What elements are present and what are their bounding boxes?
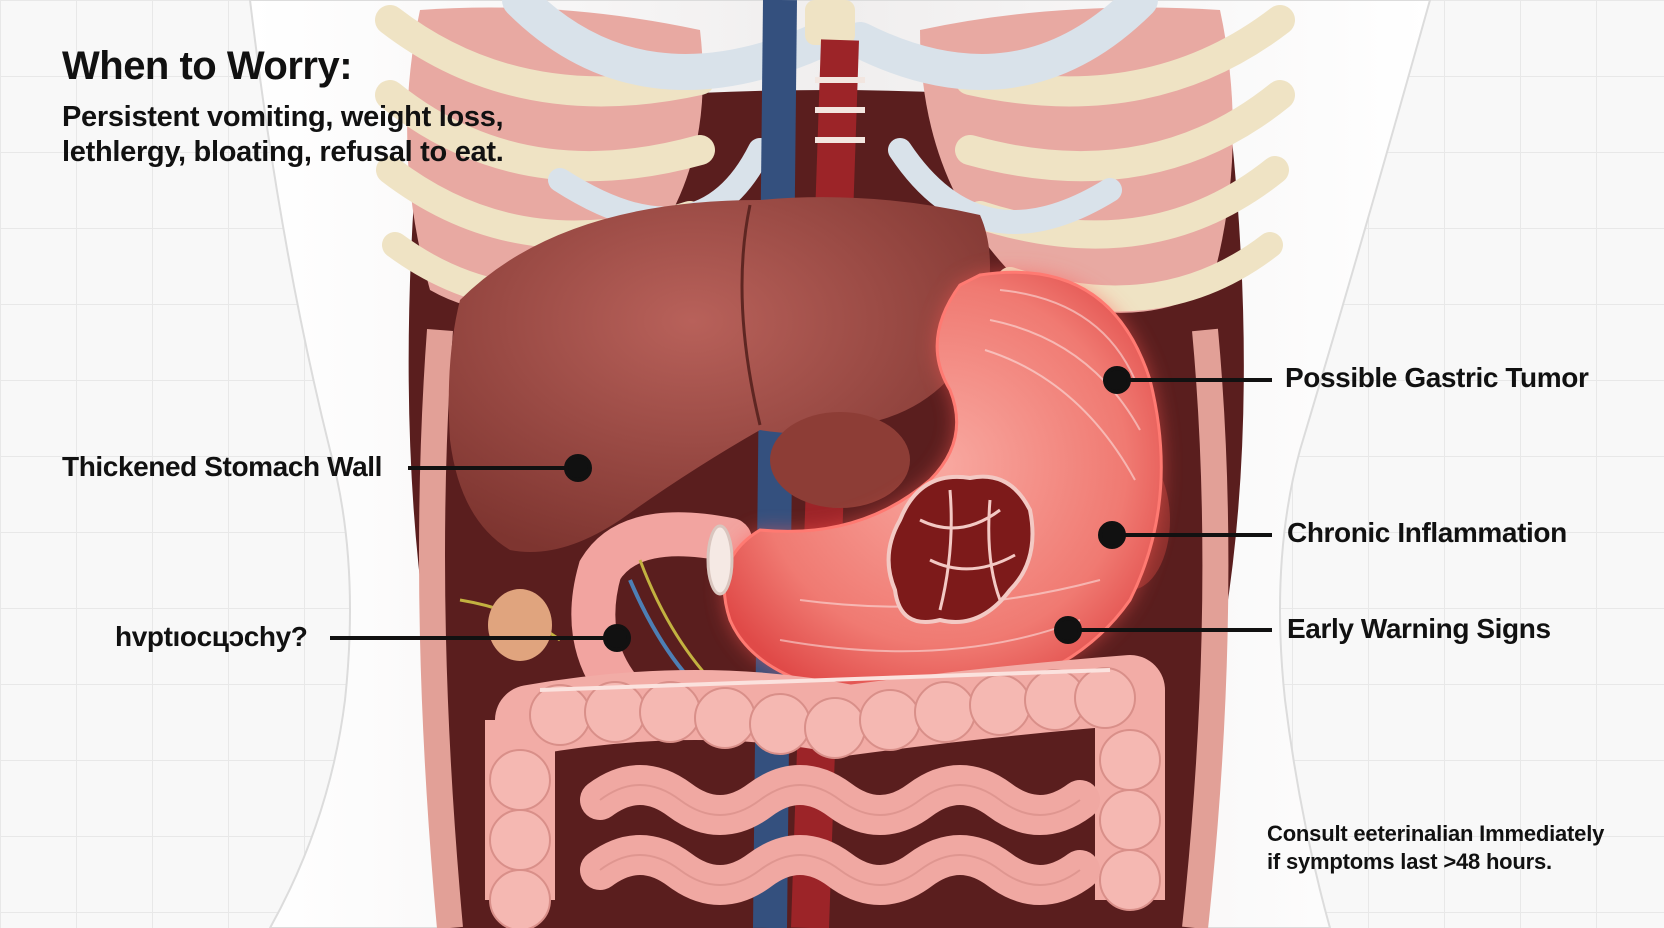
- warning-symptoms: Persistent vomiting, weight loss, lethle…: [62, 101, 504, 168]
- label-possible-gastric-tumor: Possible Gastric Tumor: [1285, 362, 1589, 393]
- consult-note: Consult eeterinalian Immediately if symp…: [1267, 821, 1605, 874]
- pancreas: [770, 412, 910, 508]
- warning-heading: When to Worry:: [62, 44, 353, 88]
- gallbladder: [488, 589, 552, 661]
- label-hvpt: hvptıocцɔchy?: [115, 621, 308, 652]
- label-thickened-stomach-wall: Thickened Stomach Wall: [62, 451, 383, 482]
- leader-lines: [330, 366, 1272, 652]
- duodenum: [571, 512, 752, 712]
- transverse-colon: [485, 655, 1165, 928]
- pylorus-ring: [706, 524, 734, 596]
- label-chronic-inflammation: Chronic Inflammation: [1287, 517, 1567, 548]
- label-early-warning-signs: Early Warning Signs: [1287, 613, 1551, 644]
- sternum-cap: [805, 0, 855, 45]
